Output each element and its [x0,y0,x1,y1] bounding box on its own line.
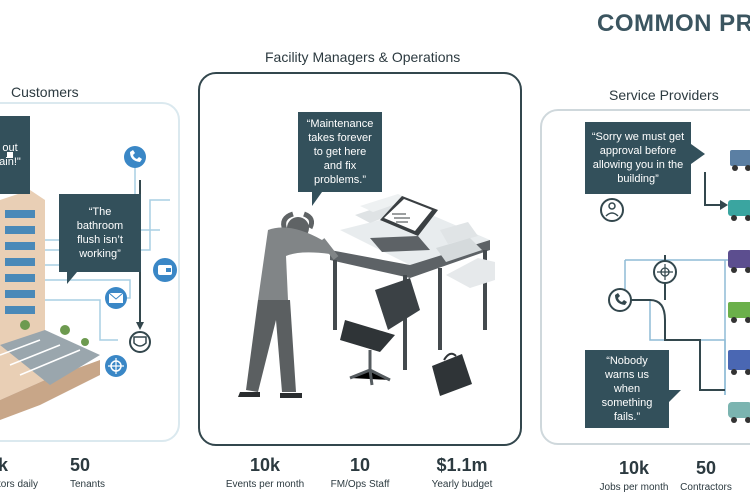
target-icon [653,260,677,284]
stat-label: tors daily [0,479,39,490]
stressed-person [238,211,339,398]
facility-panel [198,72,522,446]
stat-staff: 10 FM/Ops Staff [325,455,395,490]
customers-heading: Customers [11,84,79,100]
target-icon [105,355,127,377]
stat-budget: $1.1m Yearly budget [424,455,500,490]
customers-panel [0,102,180,442]
stat-label: Contractors [680,482,732,493]
desk-illustration [330,194,495,370]
stat-label: FM/Ops Staff [330,479,390,490]
stat-value: k [0,455,9,475]
stat-value: 50 [695,458,717,478]
customer-quote-1: out ain!" [0,116,30,194]
stat-label: Yearly budget [431,479,493,490]
stat-value: 10 [349,455,371,475]
customers-arrow-head [136,322,144,330]
phone-icon [124,146,146,168]
provider-quote-2: “Nobody warns us when something fails.” [585,350,681,428]
stat-value: 10k [618,458,650,478]
stat-value: 50 [70,455,91,475]
stat-label: Tenants [70,479,106,490]
facility-quote: “Maintenance takes forever to get here a… [298,112,382,206]
provider-quote-1: “Sorry we must get approval before allow… [585,122,705,194]
stat-events: 10k Events per month [222,455,308,490]
providers-heading: Service Providers [609,87,719,103]
customer-quote-2: “The bathroom flush isn’t working” [59,194,141,284]
wallet-icon [153,258,177,282]
facility-heading: Facility Managers & Operations [265,49,461,65]
stat-jobs: 10k Jobs per month [596,458,672,493]
stat-label: Events per month [225,479,305,490]
stat-label: Jobs per month [599,482,669,493]
building-illustration [0,190,100,420]
user-icon [600,198,624,222]
office-chair [340,278,420,386]
page-title: COMMON PR [597,10,750,37]
vehicle-icons [728,150,750,423]
stat-value: $1.1m [436,455,488,475]
stat-value: 10k [249,455,281,475]
phone-icon [608,288,632,312]
stat-visitors: k tors daily [0,455,38,490]
bag-icon [432,352,472,396]
stat-contractors: 50 Contractors [678,458,734,493]
stat-tenants: 50 Tenants [70,455,105,490]
shield-icon [129,331,151,353]
mail-icon [105,287,127,309]
providers-panel [540,109,750,445]
